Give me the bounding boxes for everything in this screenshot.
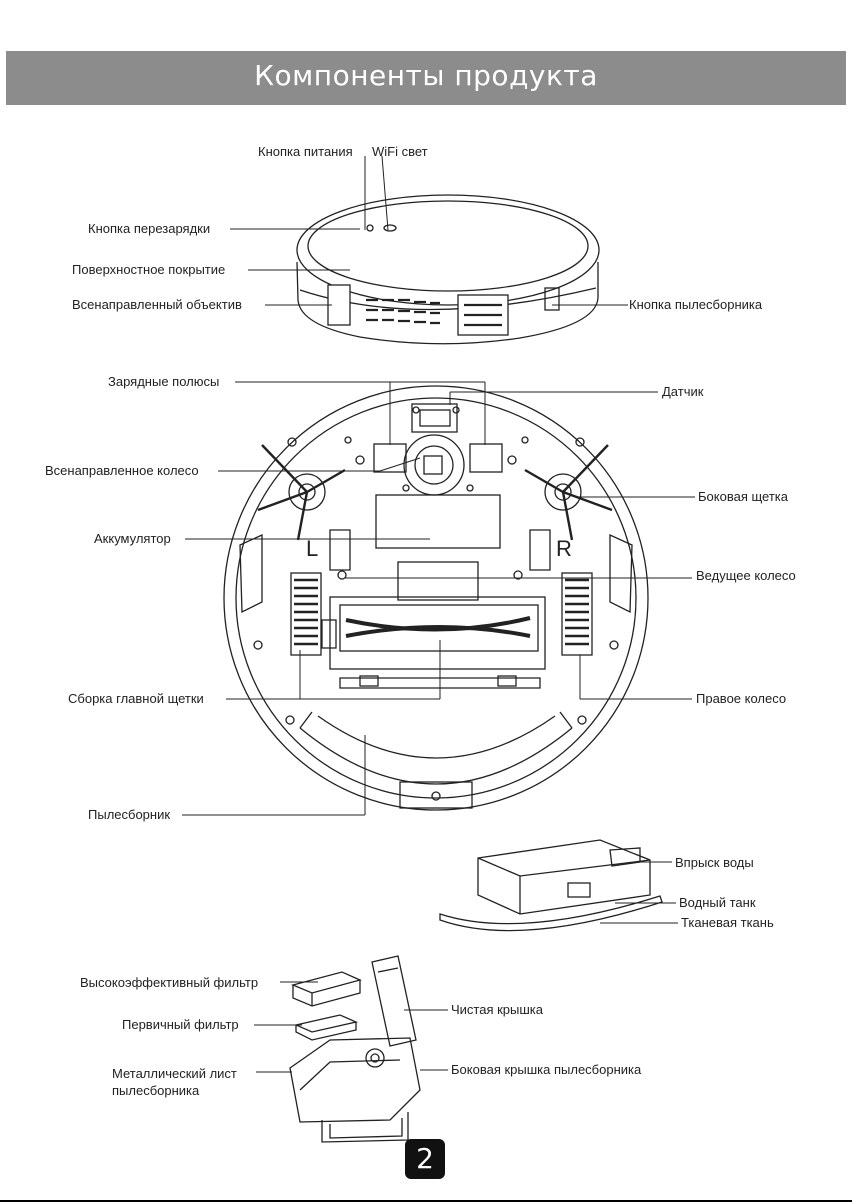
label-dustbin: Пылесборник bbox=[88, 807, 171, 822]
label-recharge-button: Кнопка перезарядки bbox=[88, 221, 211, 236]
label-clean-cover: Чистая крышка bbox=[451, 1002, 544, 1017]
label-dustbin-button: Кнопка пылесборника bbox=[629, 297, 763, 312]
label-metal-sheet-line2: пылесборника bbox=[112, 1083, 200, 1098]
robot-bottom-view bbox=[223, 385, 649, 811]
label-water-tank: Водный танк bbox=[679, 895, 756, 910]
label-charging-poles: Зарядные полюсы bbox=[108, 374, 220, 389]
page-number: 2 bbox=[405, 1139, 445, 1179]
header-banner: Компоненты продукта bbox=[6, 51, 846, 105]
top-callout-lines bbox=[230, 155, 628, 306]
label-power-button: Кнопка питания bbox=[258, 144, 353, 159]
label-omni-wheel: Всенаправленное колесо bbox=[45, 463, 199, 478]
label-metal-sheet-line1: Металлический лист bbox=[112, 1066, 237, 1081]
bottom-callout-lines bbox=[182, 381, 695, 816]
label-surface-cover: Поверхностное покрытие bbox=[72, 262, 226, 277]
label-water-injection: Впрыск воды bbox=[675, 855, 754, 870]
label-side-brush: Боковая щетка bbox=[698, 489, 788, 504]
label-hepa-filter: Высокоэффективный фильтр bbox=[80, 975, 259, 990]
page-title: Компоненты продукта bbox=[254, 59, 598, 92]
label-battery: Аккумулятор bbox=[94, 531, 171, 546]
water-tank-drawing bbox=[439, 839, 663, 932]
mark-right: R bbox=[556, 536, 572, 561]
water-tank-callouts bbox=[600, 861, 678, 924]
mark-left: L bbox=[306, 536, 319, 561]
dustbin-drawing bbox=[289, 955, 421, 1143]
label-dustbin-side-cover: Боковая крышка пылесборника bbox=[451, 1062, 642, 1077]
label-primary-filter: Первичный фильтр bbox=[122, 1017, 239, 1032]
robot-top-view bbox=[296, 194, 600, 345]
label-right-wheel: Правое колесо bbox=[696, 691, 787, 706]
label-drive-wheel: Ведущее колесо bbox=[696, 568, 796, 583]
label-cloth: Тканевая ткань bbox=[681, 915, 774, 930]
label-omni-lens: Всенаправленный объектив bbox=[72, 297, 242, 312]
bottom-rule bbox=[0, 1200, 852, 1202]
label-main-brush: Сборка главной щетки bbox=[68, 691, 204, 706]
label-sensor: Датчик bbox=[662, 384, 704, 399]
dustbin-callouts bbox=[254, 981, 448, 1073]
label-wifi-light: WiFi свет bbox=[372, 144, 428, 159]
